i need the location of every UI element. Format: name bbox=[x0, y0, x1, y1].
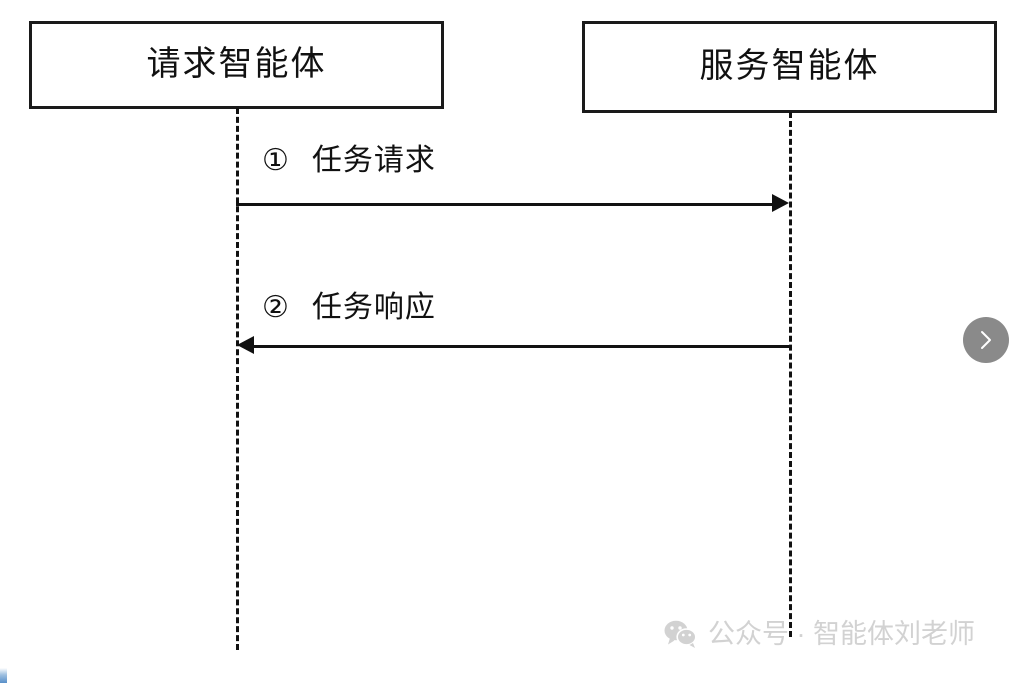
lifeline-provider bbox=[789, 112, 792, 637]
message-line-1 bbox=[236, 203, 773, 206]
scrollbar-sliver bbox=[0, 668, 7, 683]
message-label-2: ② 任务响应 bbox=[262, 293, 436, 323]
message-sequence-number-2: ② bbox=[262, 291, 290, 324]
arrow-head-right-icon bbox=[772, 194, 789, 212]
next-button[interactable] bbox=[963, 317, 1009, 363]
lifeline-requester bbox=[236, 108, 239, 650]
chevron-right-icon bbox=[981, 331, 991, 349]
watermark: 公众号 · 智能体刘老师 bbox=[664, 619, 975, 649]
message-sequence-number-1: ① bbox=[262, 144, 290, 177]
participant-label-requester: 请求智能体 bbox=[146, 46, 327, 83]
message-text-2: 任务响应 bbox=[311, 291, 436, 324]
participant-box-provider: 服务智能体 bbox=[582, 21, 997, 113]
message-line-2 bbox=[253, 345, 789, 348]
wechat-icon bbox=[664, 620, 697, 648]
participant-label-provider: 服务智能体 bbox=[699, 48, 880, 85]
watermark-text: 公众号 · 智能体刘老师 bbox=[708, 618, 975, 649]
message-label-1: ① 任务请求 bbox=[262, 146, 436, 176]
arrow-head-left-icon bbox=[237, 336, 254, 354]
message-text-1: 任务请求 bbox=[311, 144, 436, 177]
participant-box-requester: 请求智能体 bbox=[29, 21, 444, 109]
